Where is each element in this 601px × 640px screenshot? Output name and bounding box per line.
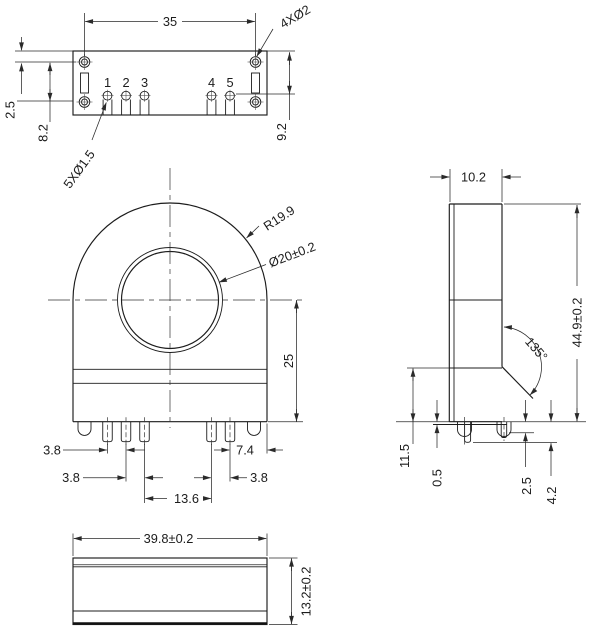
dim-label-width: 35 [163, 14, 177, 29]
side-view: 10.2 135° 44.9±0.2 11.5 0.5 2.5 4.2 [396, 169, 586, 504]
pin-top-3 [138, 89, 151, 116]
dim-label-pin-protrusion: 4.2 [544, 487, 559, 505]
leader-line [218, 264, 267, 283]
front-view: R19.9 Ø20±0.2 25 3.8 7.4 3.8 3.8 13.6 [43, 168, 318, 506]
front-dome-arc [72, 202, 268, 301]
dim-label-depth: 13.2±0.2 [299, 567, 314, 617]
pin-number: 3 [141, 75, 148, 90]
mounting-hole [247, 53, 264, 71]
dim-label-aperture: Ø20±0.2 [266, 239, 317, 271]
dim-label-pitch-b: 3.8 [62, 470, 80, 485]
side-chamfer-edge [501, 366, 534, 399]
dim-label-mount-holes: 4XØ2 [277, 2, 313, 32]
dim-label-center-to-base: 25 [281, 354, 296, 368]
front-peg [77, 421, 92, 436]
pin-number: 5 [226, 75, 233, 90]
dim-label-hole-rows: 8.2 [36, 124, 51, 142]
bottom-view-outline [72, 557, 268, 626]
dim-label-radius: R19.9 [261, 202, 298, 233]
dim-label-chamfer-angle: 135° [522, 334, 551, 364]
dim-label-boss-protrusion: 2.5 [519, 477, 534, 495]
pin-top-2 [119, 89, 133, 116]
dim-label-base-height: 11.5 [397, 444, 412, 468]
dim-label-pitch-c: 3.8 [250, 470, 268, 485]
dim-label-top-thickness: 10.2 [461, 170, 486, 185]
leader-line [256, 28, 274, 57]
dim-label-group-span: 13.6 [174, 491, 199, 506]
mount-slot-left [80, 72, 89, 94]
dim-label-edge-to-hole: 2.5 [3, 101, 18, 119]
mounting-hole [247, 93, 264, 111]
top-view-outline [72, 50, 268, 116]
pin-number: 4 [208, 75, 215, 90]
pin-number: 2 [122, 75, 129, 90]
pin-number: 1 [104, 75, 111, 90]
mounting-hole [76, 93, 93, 111]
pin-top-4 [205, 89, 218, 116]
front-peg [247, 421, 261, 436]
mount-slot-right [251, 72, 260, 94]
pin-top-5 [223, 89, 237, 116]
leader-line [91, 102, 107, 141]
dim-label-pin-to-edge: 7.4 [236, 443, 254, 458]
dim-label-pitch-a: 3.8 [43, 443, 61, 458]
dim-label-standoff: 0.5 [430, 469, 445, 487]
top-view: 1 2 3 4 5 35 4XØ2 2.5 8.2 9.2 [3, 2, 313, 191]
bottom-view: 39.8±0.2 13.2±0.2 [72, 531, 314, 626]
side-pin-short [500, 421, 508, 438]
mounting-hole [76, 53, 93, 71]
dim-label-edge-to-pins: 9.2 [274, 123, 289, 141]
dim-label-pin-diameter: 5XØ1.5 [60, 147, 98, 191]
dim-label-total-height: 44.9±0.2 [570, 298, 585, 348]
leader-line [246, 225, 260, 239]
dim-label-length: 39.8±0.2 [144, 531, 194, 546]
angle-arc [503, 325, 542, 396]
